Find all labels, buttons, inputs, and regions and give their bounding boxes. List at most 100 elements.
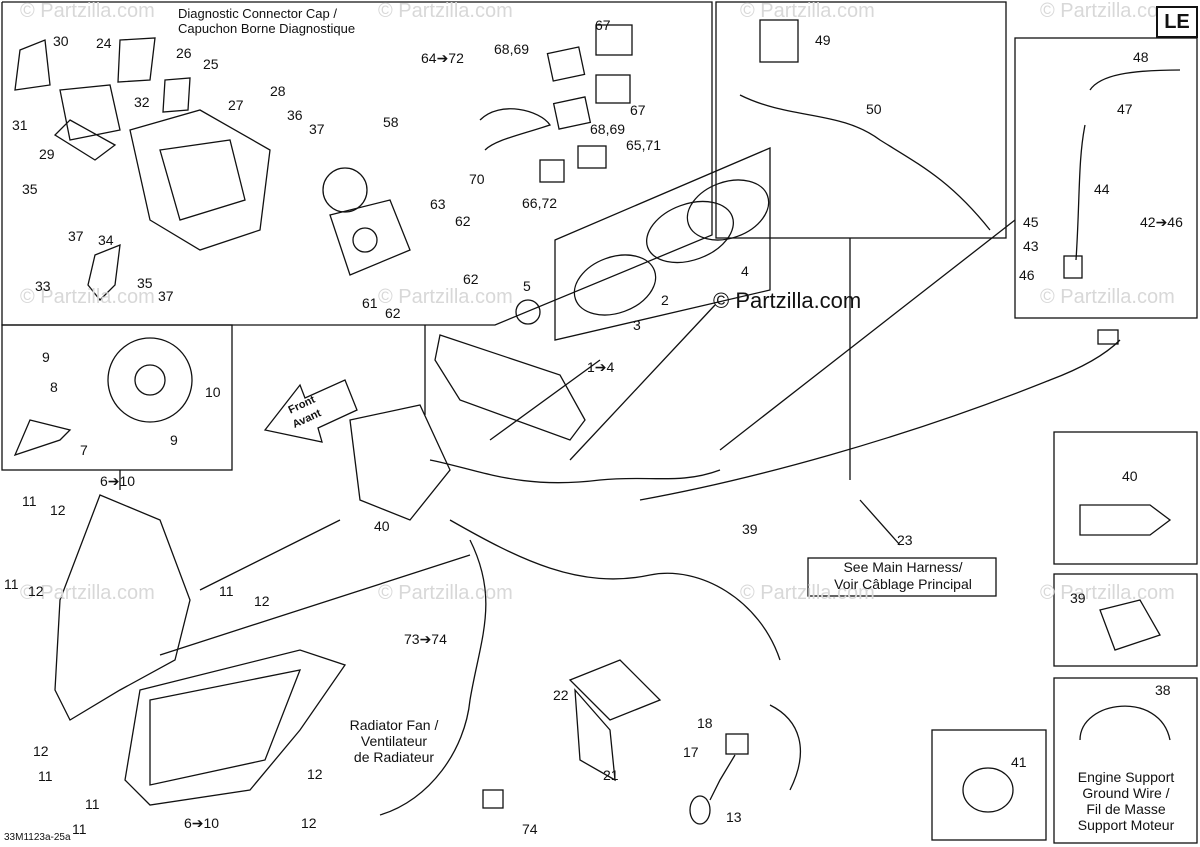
callout: 62 [455,213,471,229]
callout: 38 [1155,682,1171,698]
callout: 39 [1070,590,1086,606]
callout: 24 [96,35,112,51]
watermark-text: © Partzilla.com [1040,286,1175,308]
radiator-fan-note-2: Ventilateur [360,733,428,749]
callout: 42➔46 [1140,214,1183,230]
callout: 49 [815,32,831,48]
inset-frame-clip-39 [1053,573,1198,667]
watermark-text: © Partzilla.com [20,582,155,604]
callout: 34 [98,232,114,248]
callout: 35 [22,181,38,197]
ground-wire-note-2: Ground Wire / [1082,785,1170,801]
callout: 39 [742,521,758,537]
callout: 26 [176,45,192,61]
main-harness-note-fr: Voir Câblage Principal [834,576,972,592]
callout: 74 [522,821,538,837]
watermark-text: © Partzilla.com [378,286,513,308]
callout: 13 [726,809,742,825]
callout: 12 [50,502,66,518]
callout: 73➔74 [404,631,447,647]
callout: 12 [33,743,49,759]
callout: 63 [430,196,446,212]
callout: 43 [1023,238,1039,254]
ground-wire-note-3: Fil de Masse [1086,801,1166,817]
callout: 11 [72,821,87,837]
watermark-text: © Partzilla.com [1040,0,1175,22]
callout: 3 [633,317,641,333]
callout: 21 [603,767,619,783]
callout: 12 [28,583,44,599]
inset-frame-harness-50 [715,1,1007,239]
callout: 41 [1011,754,1027,770]
callout: 12 [254,593,270,609]
callout: 61 [362,295,378,311]
watermark-text: © Partzilla.com [20,0,155,22]
callout: 50 [866,101,882,117]
callout: 40 [374,518,390,534]
radiator-fan-note-3: de Radiateur [353,749,435,765]
watermark-text: © Partzilla.com [1040,582,1175,604]
inset-frame-clamp-41 [931,729,1047,841]
callout: 70 [469,171,485,187]
callout: 7 [80,442,88,458]
callout: 44 [1094,181,1110,197]
watermark-text: © Partzilla.com [378,0,513,22]
callout: 6➔10 [100,473,136,489]
watermark-text: © Partzilla.com [378,582,513,604]
callout: 17 [683,744,699,760]
callout: 58 [383,114,399,130]
callout: 10 [205,384,221,400]
callout: 29 [39,146,55,162]
callout: 33 [35,278,51,294]
inset-frame-steering [1,1,713,326]
callout: 40 [1122,468,1138,484]
callout: 64➔72 [421,50,464,66]
callout: 28 [270,83,286,99]
callout: 31 [12,117,28,133]
callout: 18 [697,715,713,731]
radiator-fan-note-1: Radiator Fan / [349,717,439,733]
callout: 1➔4 [587,359,615,375]
inset-frame-le-kit [1014,37,1198,319]
callout: 68,69 [494,41,530,57]
inset-frame-gauge [554,147,771,341]
callout: 67 [595,17,611,33]
callout: 23 [897,532,913,548]
watermark-text: © Partzilla.com [740,582,875,604]
main-harness-note-en: See Main Harness/ [843,559,963,575]
ground-wire-note-4: Support Moteur [1077,817,1175,833]
watermark-text: © Partzilla.com [740,0,875,22]
watermark-text: © Partzilla.com [20,286,155,308]
callout: 45 [1023,214,1039,230]
callout: 48 [1133,49,1149,65]
callout: 11 [4,576,19,592]
model-badge: LE [1156,6,1198,38]
callout: 9 [170,432,178,448]
callout: 35 [137,275,153,291]
callout: 46 [1019,267,1035,283]
inset-frame-headlight [1,324,233,471]
callout: 47 [1117,101,1133,117]
callout: 9 [42,349,50,365]
copyright-text: © Partzilla.com [713,288,862,313]
connector-cap-note-en: Diagnostic Connector Cap / [178,6,337,21]
callout: 6➔10 [184,815,220,831]
callout: 37 [68,228,84,244]
callout: 36 [287,107,303,123]
callout: 37 [158,288,174,304]
callout: 12 [301,815,317,831]
callout: 11 [22,493,37,509]
callout: 62 [463,271,479,287]
callout: 11 [219,583,234,599]
callout: 11 [38,768,53,784]
connector-cap-note-fr: Capuchon Borne Diagnostique [178,21,356,36]
callout: 65,71 [626,137,662,153]
inset-frame-ground-wire [1053,677,1198,844]
callout: 30 [53,33,69,49]
callout: 4 [741,263,749,279]
callout: 8 [50,379,58,395]
callout: 11 [85,796,100,812]
document-code: 33M1123a-25a [4,832,71,843]
